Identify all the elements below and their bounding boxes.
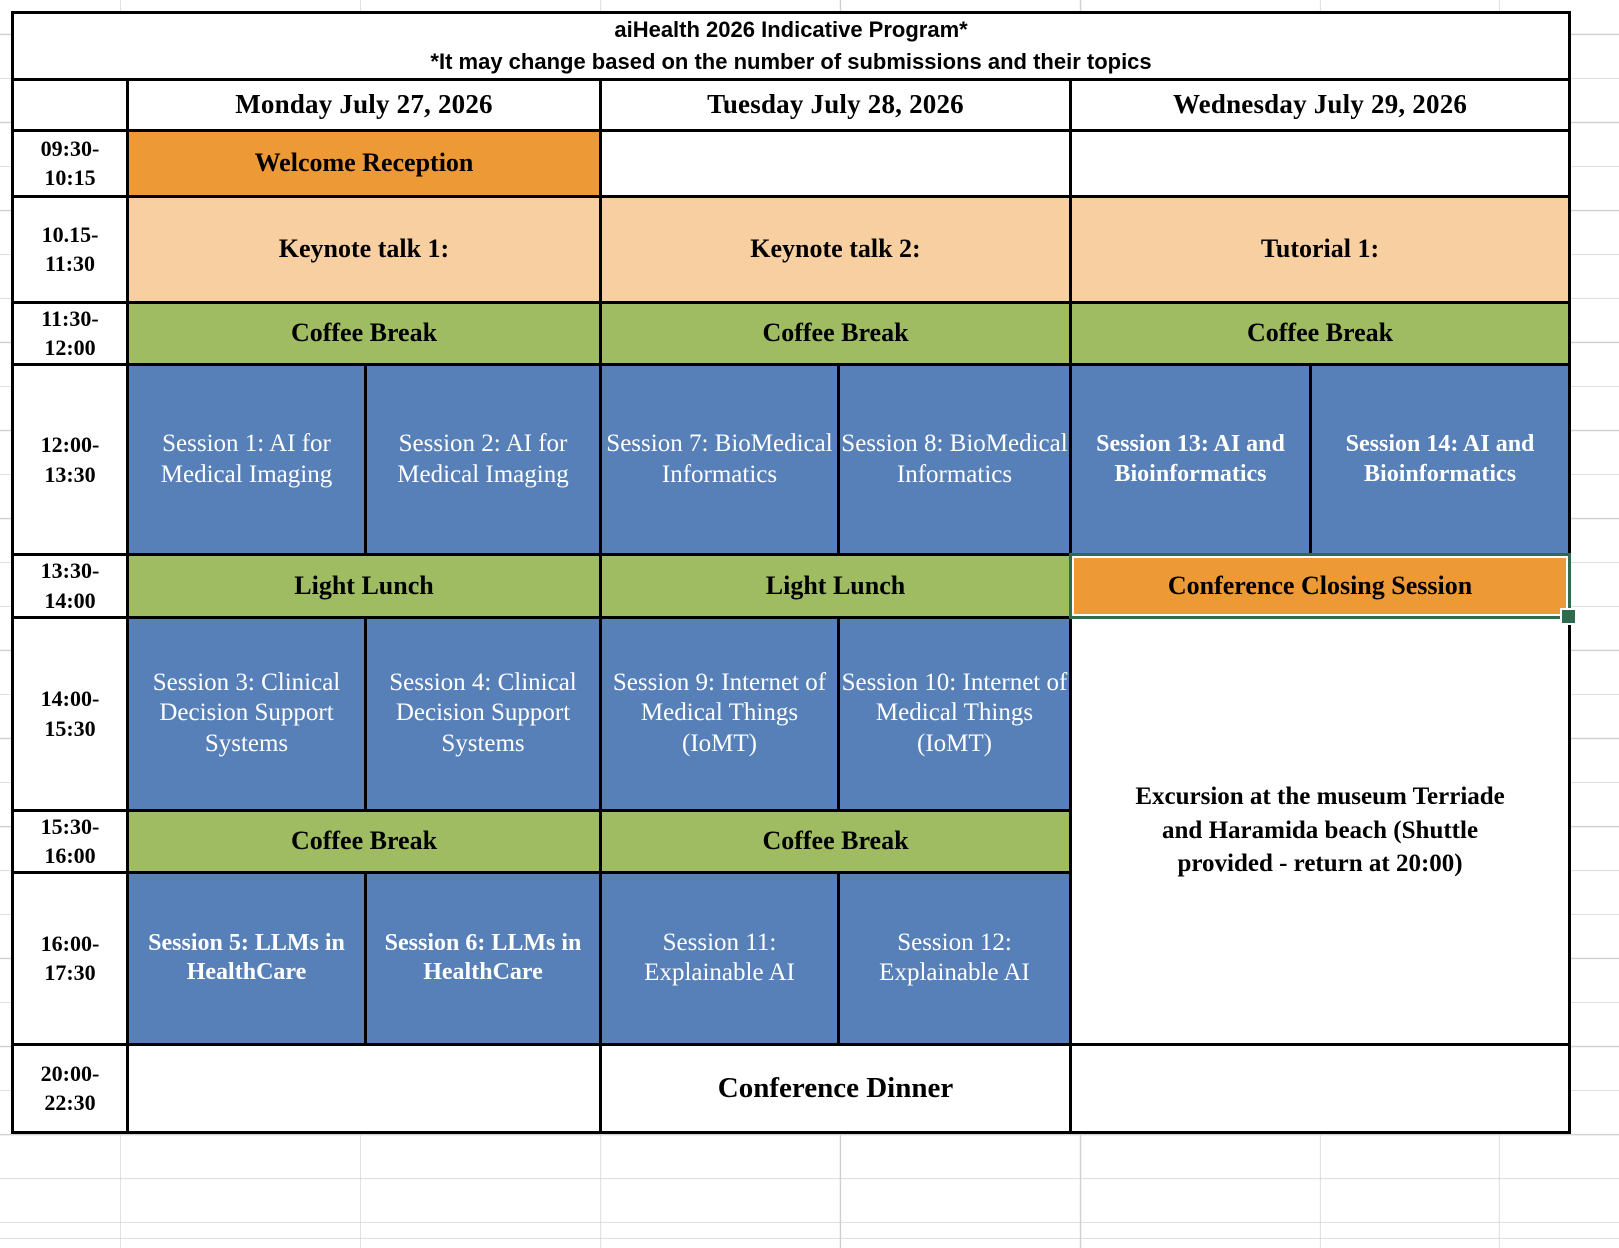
- session-cell-13[interactable]: Session 13: AI and Bioinformatics: [1069, 363, 1312, 557]
- day-header-monday: Monday July 27, 2026: [126, 77, 602, 132]
- closing-session-label: Conference Closing Session: [1167, 570, 1473, 600]
- session-cell-3[interactable]: Session 3: Clinical Decision Support Sys…: [126, 615, 367, 812]
- schedule-row-2000: 20:00- 22:30 Conference Dinner: [11, 1042, 1572, 1134]
- time-start: 16:00-: [40, 930, 100, 956]
- page-subtitle: *It may change based on the number of su…: [430, 48, 1152, 74]
- schedule-row-0930: 09:30- 10:15 Welcome Reception: [11, 128, 1572, 198]
- session-cell-11[interactable]: Session 11: Explainable AI: [599, 870, 840, 1046]
- event-tutorial-1[interactable]: Tutorial 1:: [1068, 194, 1572, 304]
- event-conference-closing-session[interactable]: Conference Closing Session: [1068, 553, 1578, 625]
- session-cell-1[interactable]: Session 1: AI for Medical Imaging: [126, 363, 367, 557]
- schedule-row-1400: 14:00- 15:30 Session 3: Clinical Decisio…: [11, 615, 1572, 1046]
- page-title: aiHealth 2026 Indicative Program*: [614, 17, 968, 42]
- session-cell-9[interactable]: Session 9: Internet of Medical Things (I…: [599, 615, 840, 812]
- event-keynote-1[interactable]: Keynote talk 1:: [126, 194, 602, 304]
- session-cell-12[interactable]: Session 12: Explainable AI: [837, 870, 1072, 1046]
- time-slot-0930: 09:30- 10:15: [11, 128, 129, 198]
- empty-cell-tuesday-0930[interactable]: [599, 128, 1072, 198]
- event-conference-dinner[interactable]: Conference Dinner: [599, 1042, 1072, 1134]
- day-header-tuesday: Tuesday July 28, 2026: [599, 77, 1072, 132]
- time-end: 13:30: [44, 461, 96, 487]
- event-light-lunch-tuesday[interactable]: Light Lunch: [599, 553, 1072, 619]
- time-slot-1400: 14:00- 15:30: [11, 615, 129, 812]
- event-coffee-break-tue-pm[interactable]: Coffee Break: [599, 808, 1072, 874]
- schedule-row-1015: 10.15- 11:30 Keynote talk 1: Keynote tal…: [11, 194, 1572, 304]
- empty-cell-monday-2000[interactable]: [126, 1042, 602, 1134]
- time-start: 15:30-: [40, 813, 100, 839]
- schedule-row-1530: 15:30- 16:00 Coffee Break Coffee Break: [11, 808, 1570, 874]
- session-cell-5[interactable]: Session 5: LLMs in HealthCare: [126, 870, 367, 1046]
- time-end: 15:30: [44, 715, 96, 741]
- event-coffee-break-tue-am[interactable]: Coffee Break: [599, 300, 1072, 367]
- empty-cell-wednesday-0930[interactable]: [1068, 128, 1572, 198]
- fill-handle[interactable]: [1560, 607, 1578, 625]
- schedule-row-1200: 12:00- 13:30 Session 1: AI for Medical I…: [11, 363, 1572, 557]
- schedule-row-1600: 16:00- 17:30 Session 5: LLMs in HealthCa…: [11, 870, 1570, 1046]
- event-coffee-break-mon-pm[interactable]: Coffee Break: [126, 808, 602, 874]
- excursion-line-2: and Haramida beach (Shuttle: [1162, 816, 1479, 844]
- session-cell-8[interactable]: Session 8: BioMedical Informatics: [837, 363, 1072, 557]
- event-coffee-break-wed-am[interactable]: Coffee Break: [1068, 300, 1572, 367]
- time-end: 12:00: [44, 335, 96, 361]
- excursion-line-1: Excursion at the museum Terriade: [1135, 783, 1505, 811]
- event-keynote-2[interactable]: Keynote talk 2:: [599, 194, 1072, 304]
- session-cell-2[interactable]: Session 2: AI for Medical Imaging: [364, 363, 602, 557]
- table-title-row: aiHealth 2026 Indicative Program* *It ma…: [10, 11, 1572, 81]
- time-start: 20:00-: [40, 1060, 100, 1086]
- session-cell-7[interactable]: Session 7: BioMedical Informatics: [599, 363, 840, 557]
- conference-program-table: aiHealth 2026 Indicative Program* *It ma…: [10, 11, 1578, 1134]
- time-slot-1330: 13:30- 14:00: [11, 553, 129, 619]
- day-header-row: Monday July 27, 2026 Tuesday July 28, 20…: [11, 77, 1572, 132]
- time-start: 10.15-: [41, 221, 99, 247]
- time-end: 16:00: [44, 843, 96, 869]
- time-start: 12:00-: [40, 431, 100, 457]
- event-excursion[interactable]: Excursion at the museum Terriade and Har…: [1068, 615, 1572, 1046]
- time-start: 13:30-: [40, 558, 100, 584]
- time-slot-1200: 12:00- 13:30: [11, 363, 129, 557]
- time-start: 14:00-: [40, 685, 100, 711]
- schedule-row-1130: 11:30- 12:00 Coffee Break Coffee Break C…: [11, 300, 1572, 367]
- event-coffee-break-mon-am[interactable]: Coffee Break: [126, 300, 602, 367]
- session-cell-6[interactable]: Session 6: LLMs in HealthCare: [364, 870, 602, 1046]
- session-cell-10[interactable]: Session 10: Internet of Medical Things (…: [837, 615, 1072, 812]
- time-start: 11:30-: [41, 305, 99, 331]
- event-welcome-reception[interactable]: Welcome Reception: [126, 128, 602, 198]
- time-end: 17:30: [44, 960, 96, 986]
- time-slot-1530: 15:30- 16:00: [11, 808, 129, 874]
- time-end: 14:00: [44, 587, 96, 613]
- schedule-row-1330: 13:30- 14:00 Light Lunch Light Lunch Con…: [11, 553, 1578, 625]
- event-light-lunch-monday[interactable]: Light Lunch: [126, 553, 602, 619]
- time-slot-2000: 20:00- 22:30: [11, 1042, 129, 1134]
- day-header-wednesday: Wednesday July 29, 2026: [1068, 77, 1572, 132]
- session-cell-14[interactable]: Session 14: AI and Bioinformatics: [1308, 363, 1572, 557]
- excursion-line-3: provided - return at 20:00): [1177, 850, 1463, 878]
- time-end: 11:30: [44, 251, 96, 277]
- time-slot-1600: 16:00- 17:30: [11, 870, 129, 1046]
- time-end: 22:30: [44, 1090, 96, 1116]
- session-cell-4[interactable]: Session 4: Clinical Decision Support Sys…: [364, 615, 602, 812]
- empty-cell-wednesday-2000[interactable]: [1068, 1042, 1572, 1134]
- time-column-header: [11, 77, 129, 132]
- time-end: 10:15: [44, 165, 96, 191]
- time-slot-1130: 11:30- 12:00: [11, 300, 129, 367]
- time-slot-1015: 10.15- 11:30: [11, 194, 129, 304]
- time-start: 09:30-: [40, 135, 100, 161]
- program-title-cell: aiHealth 2026 Indicative Program* *It ma…: [10, 11, 1572, 81]
